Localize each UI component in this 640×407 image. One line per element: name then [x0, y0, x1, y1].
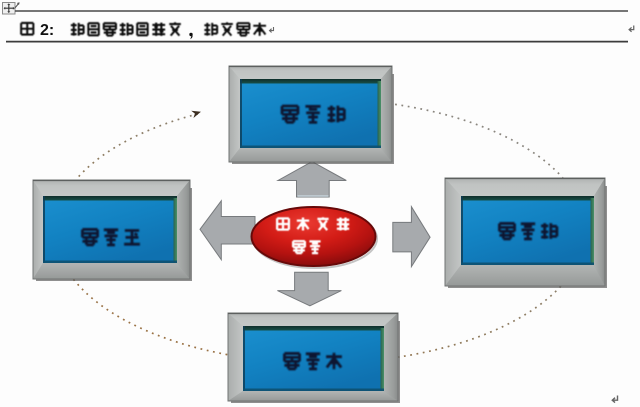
svg-text:2:: 2:: [40, 22, 54, 39]
